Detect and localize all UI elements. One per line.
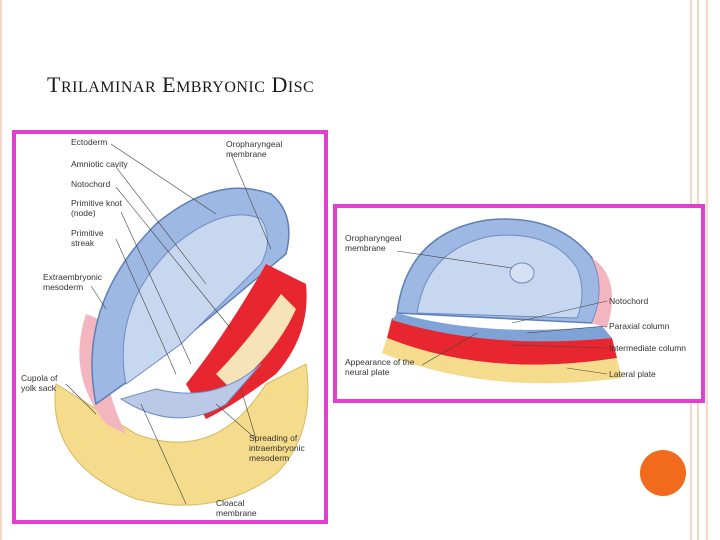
title-initial: D <box>271 72 288 97</box>
accent-dot <box>640 450 686 496</box>
title-initial: E <box>162 72 177 97</box>
neural-plate-figure: Oropharyngeal membrane Notochord Paraxia… <box>333 204 705 403</box>
label-notochord: Notochord <box>71 179 110 189</box>
decorative-rule <box>0 0 2 540</box>
endoderm-layer <box>382 338 622 384</box>
title-initial: T <box>47 72 61 97</box>
mesoderm-layer <box>387 318 617 365</box>
label-spreading-mesoderm: Spreading of <box>249 433 298 443</box>
label-amniotic-cavity: Amniotic cavity <box>71 159 128 169</box>
trilaminar-disc-figure: Ectoderm Oropharyngeal membrane Amniotic… <box>12 130 328 524</box>
title-word: MBRYONIC <box>176 79 266 96</box>
amniotic-cavity <box>122 214 268 385</box>
label-primitive-streak: streak <box>71 238 95 248</box>
label-cloacal-membrane: Cloacal <box>216 498 244 508</box>
label-oropharyngeal: Oropharyngeal <box>226 139 282 149</box>
label-oropharyngeal: membrane <box>345 243 386 253</box>
label-notochord: Notochord <box>609 296 648 306</box>
amnion-rim <box>592 258 612 328</box>
label-primitive-streak: Primitive <box>71 228 104 238</box>
embryonic-disc-floor <box>119 363 262 419</box>
label-extraembryonic-mesoderm: mesoderm <box>43 282 83 292</box>
label-extraembryonic-mesoderm: Extraembryonic <box>43 272 103 282</box>
label-neural-plate: Appearance of the <box>345 357 415 367</box>
amniotic-cavity <box>416 234 583 319</box>
leader-lines <box>65 143 272 505</box>
label-ectoderm: Ectoderm <box>71 137 107 147</box>
trilaminar-disc-illustration: Ectoderm Oropharyngeal membrane Amniotic… <box>21 137 309 518</box>
yolk-sac <box>54 363 309 506</box>
decorative-rule <box>706 0 708 540</box>
label-intermediate-column: Intermediate column <box>609 343 686 353</box>
oropharyngeal-membrane <box>509 262 535 284</box>
title-word: ISC <box>287 79 315 96</box>
mesoderm-spread <box>216 294 296 389</box>
label-oropharyngeal: membrane <box>226 149 267 159</box>
label-primitive-knot: (node) <box>71 208 96 218</box>
label-spreading-mesoderm: intraembryonic <box>249 443 305 453</box>
neural-plate-illustration: Oropharyngeal membrane Notochord Paraxia… <box>345 218 686 384</box>
neural-plate-ectoderm <box>392 313 612 342</box>
slide-title: TRILAMINAR EMBRYONIC DISC <box>47 72 314 98</box>
label-neural-plate: neural plate <box>345 367 390 377</box>
title-word: RILAMINAR <box>60 79 157 96</box>
label-cupola-yolk-sack: yolk sack <box>21 383 57 393</box>
label-spreading-mesoderm: mesoderm <box>249 453 289 463</box>
label-cloacal-membrane: membrane <box>216 508 257 518</box>
leader-lines <box>396 250 608 375</box>
label-oropharyngeal: Oropharyngeal <box>345 233 401 243</box>
label-lateral-plate: Lateral plate <box>609 369 656 379</box>
label-paraxial-column: Paraxial column <box>609 321 670 331</box>
label-cupola-yolk-sack: Cupola of <box>21 373 58 383</box>
label-primitive-knot: Primitive knot <box>71 198 123 208</box>
